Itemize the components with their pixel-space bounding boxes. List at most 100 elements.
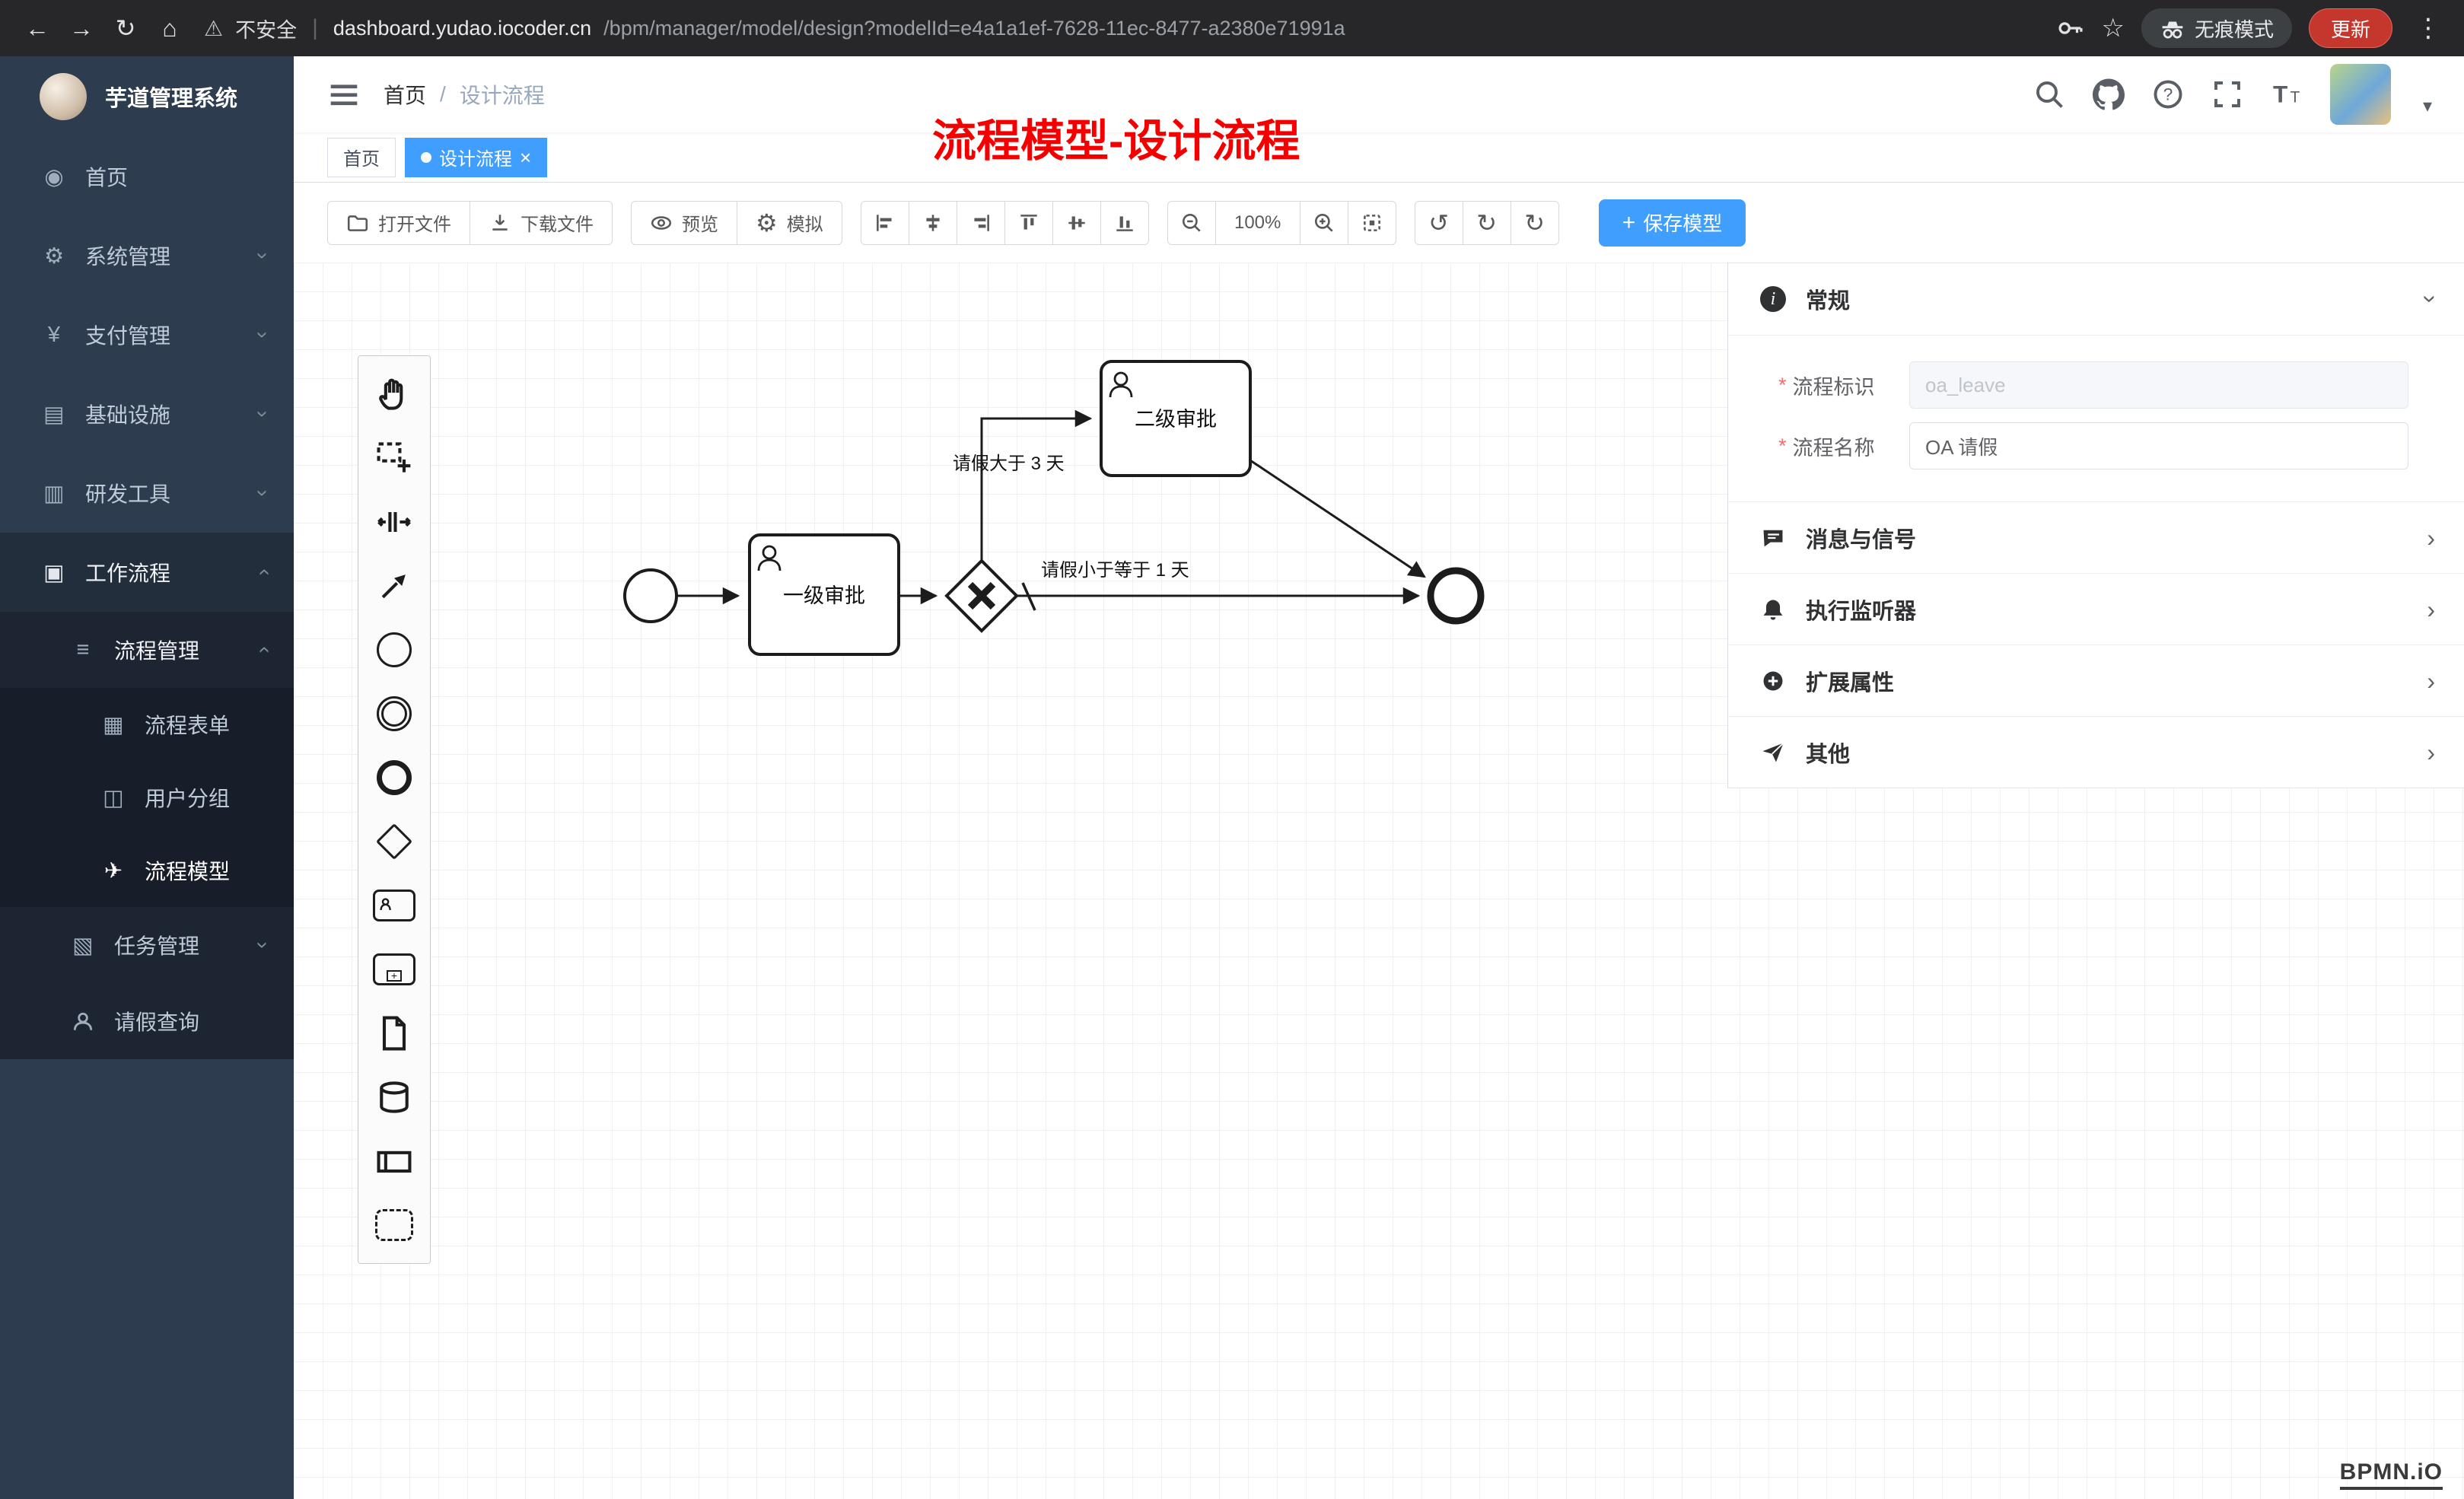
create-data-object[interactable] (362, 1001, 426, 1065)
designer-toolbar: 打开文件 下载文件 预览 ⚙ 模拟 (294, 183, 2464, 263)
sidebar-item-process-model[interactable]: ✈ 流程模型 (0, 834, 294, 907)
zoom-out-button[interactable] (1167, 200, 1216, 245)
restart-button[interactable]: ↻ (1510, 200, 1559, 245)
section-execution-listeners[interactable]: 执行监听器 › (1728, 573, 2464, 644)
process-name-label: 流程名称 (1792, 436, 1875, 460)
sidebar-collapse-icon[interactable] (327, 78, 361, 111)
section-general[interactable]: i 常规 › (1728, 263, 2464, 335)
search-icon[interactable] (2033, 78, 2065, 110)
address-bar[interactable]: ⚠ 不安全 | dashboard.yudao.iocoder.cn/bpm/m… (204, 14, 2039, 43)
flow-task2-to-end[interactable] (1250, 459, 1426, 578)
align-center-button[interactable] (908, 200, 957, 245)
sidebar-item-process-form[interactable]: ▦ 流程表单 (0, 688, 294, 761)
avatar[interactable] (2329, 64, 2391, 125)
create-group[interactable] (362, 1193, 426, 1257)
sidebar-item-home[interactable]: ◉ 首页 (0, 137, 294, 216)
create-participant[interactable] (362, 1129, 426, 1193)
app-logo-row: 芋道管理系统 (0, 56, 294, 137)
space-tool[interactable] (362, 490, 426, 554)
sidebar-item-workflow[interactable]: ▣ 工作流程 › (0, 533, 294, 612)
create-user-task[interactable] (362, 874, 426, 937)
tab-label: 设计流程 (439, 149, 512, 170)
github-icon[interactable] (2092, 78, 2125, 110)
reload-icon[interactable]: ↻ (115, 14, 136, 42)
sidebar-item-devtools[interactable]: ▥ 研发工具 › (0, 454, 294, 533)
sidebar-item-label: 研发工具 (85, 482, 171, 506)
bookmark-star-icon[interactable]: ☆ (2101, 14, 2125, 43)
redo-button[interactable]: ↻ (1462, 200, 1511, 245)
bpmn-task-level1[interactable]: 一级审批 (748, 533, 900, 656)
create-subprocess[interactable]: + (362, 937, 426, 1001)
back-icon[interactable]: ← (25, 14, 49, 42)
save-model-button[interactable]: + 保存模型 (1598, 199, 1746, 247)
url-path: /bpm/manager/model/design?modelId=e4a1a1… (603, 16, 1345, 40)
create-data-store[interactable] (362, 1065, 426, 1129)
avatar-caret-icon[interactable]: ▾ (2422, 96, 2432, 116)
process-key-input[interactable] (1909, 361, 2408, 409)
tab-design-process[interactable]: 设计流程 × (405, 137, 548, 177)
bpmn-end-event[interactable] (1427, 567, 1485, 625)
process-name-row: *流程名称 (1728, 422, 2464, 469)
align-right-button[interactable] (956, 200, 1005, 245)
align-middle-button[interactable] (1052, 200, 1101, 245)
bpmn-diagram: 一级审批 二级审批 (623, 360, 1485, 656)
sidebar-item-task-mgmt[interactable]: ▧ 任务管理 › (0, 907, 294, 983)
bpmn-exclusive-gateway[interactable] (944, 559, 1019, 633)
create-start-event[interactable] (362, 618, 426, 682)
align-top-button[interactable] (1004, 200, 1053, 245)
incognito-icon (2162, 21, 2183, 39)
bpmn-canvas[interactable]: 一级审批 二级审批 (294, 263, 2464, 1499)
browser-menu-icon[interactable]: ⋮ (2415, 14, 2441, 43)
simulate-button[interactable]: ⚙ 模拟 (737, 200, 842, 245)
flow-gateway-to-task2[interactable] (980, 409, 1093, 561)
bpmn-task-level2[interactable]: 二级审批 (1100, 360, 1252, 477)
sidebar-item-process-mgmt[interactable]: ≡ 流程管理 › (0, 612, 294, 688)
sidebar-item-label: 请假查询 (114, 1010, 200, 1034)
home-icon[interactable]: ⌂ (162, 14, 177, 42)
tab-home[interactable]: 首页 (327, 137, 396, 177)
incognito-label: 无痕模式 (2194, 18, 2274, 41)
align-bottom-button[interactable] (1100, 200, 1149, 245)
chevron-down-icon: › (251, 941, 275, 949)
process-name-input[interactable] (1909, 422, 2408, 469)
zoom-reset-button[interactable] (1347, 200, 1396, 245)
lasso-tool[interactable] (362, 426, 426, 490)
download-file-button[interactable]: 下载文件 (470, 200, 613, 245)
zoom-in-button[interactable] (1299, 200, 1348, 245)
fullscreen-icon[interactable] (2211, 78, 2243, 110)
close-icon[interactable]: × (520, 145, 532, 169)
preview-button[interactable]: 预览 (631, 200, 737, 245)
section-messages-signals[interactable]: 消息与信号 › (1728, 501, 2464, 573)
sidebar-item-infra[interactable]: ▤ 基础设施 › (0, 374, 294, 454)
task-label: 一级审批 (783, 584, 865, 607)
create-intermediate-event[interactable] (362, 682, 426, 746)
bpmn-start-event[interactable] (623, 568, 678, 623)
section-extended-properties[interactable]: 扩展属性 › (1728, 644, 2464, 716)
forward-icon[interactable]: → (69, 14, 94, 42)
section-other[interactable]: 其他 › (1728, 716, 2464, 788)
hand-tool[interactable] (362, 362, 426, 426)
update-button[interactable]: 更新 (2308, 8, 2392, 48)
help-icon[interactable]: ? (2152, 78, 2184, 110)
chevron-right-icon: › (2427, 667, 2435, 695)
align-left-button[interactable] (860, 200, 909, 245)
sidebar-item-label: 基础设施 (85, 403, 171, 427)
open-file-button[interactable]: 打开文件 (327, 200, 470, 245)
sidebar-item-user-group[interactable]: ◫ 用户分组 (0, 761, 294, 834)
undo-button[interactable]: ↺ (1414, 200, 1463, 245)
properties-panel: i 常规 › *流程标识 *流程名称 (1727, 263, 2464, 788)
bpmn-io-watermark[interactable]: BPMN.iO (2339, 1459, 2443, 1490)
sidebar-item-system[interactable]: ⚙ 系统管理 › (0, 216, 294, 295)
key-icon[interactable] (2055, 14, 2084, 43)
sidebar-item-label: 系统管理 (85, 245, 171, 269)
sidebar-item-payment[interactable]: ¥ 支付管理 › (0, 295, 294, 374)
chevron-down-icon: › (251, 410, 275, 418)
process-key-label: 流程标识 (1792, 375, 1875, 399)
breadcrumb-home[interactable]: 首页 (384, 84, 427, 107)
create-end-event[interactable] (362, 746, 426, 810)
create-gateway[interactable] (362, 810, 426, 874)
sidebar-menu: ◉ 首页 ⚙ 系统管理 › ¥ 支付管理 › ▤ 基础设施 › (0, 137, 294, 1499)
global-connect-tool[interactable] (362, 554, 426, 618)
sidebar-item-leave-query[interactable]: 请假查询 (0, 983, 294, 1059)
